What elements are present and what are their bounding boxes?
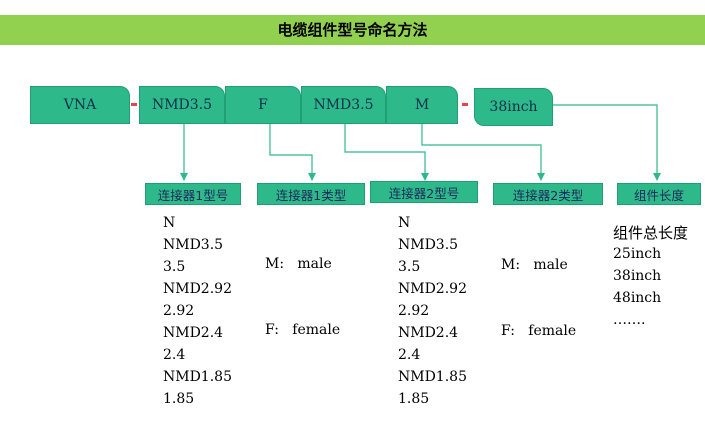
list-item: NMD3.5 (163, 237, 224, 253)
arrow-length (553, 104, 661, 181)
conn2-model-list: N NMD3.5 3.5 NMD2.92 2.92 NMD2.4 2.4 NMD… (398, 212, 467, 410)
length-list: 25inch 38inch 48inch ……. (613, 243, 661, 331)
list-item: N (163, 215, 176, 231)
segment-conn1-model: NMD3.5 (139, 86, 225, 124)
segment-conn2-model-text: NMD3.5 (313, 97, 374, 113)
segment-conn2-type: M (386, 86, 458, 124)
page-title: 电缆组件型号命名方法 (277, 21, 428, 39)
segment-conn1-type-text: F (258, 97, 268, 113)
list-item: 3.5 (398, 259, 421, 275)
separator-dash (131, 103, 137, 106)
list-item: 1.85 (398, 391, 430, 407)
label-conn2-type: 连接器2类型 (493, 183, 603, 205)
arrow-conn2-model (344, 124, 429, 181)
segment-conn2-type-text: M (414, 97, 430, 113)
list-item: NMD1.85 (163, 369, 232, 385)
list-item: 1.85 (163, 391, 195, 407)
length-list-title: 组件总长度 (613, 224, 689, 242)
segment-length: 38inch (474, 88, 553, 126)
segment-length-text: 38inch (489, 99, 538, 115)
label-length: 组件长度 (617, 183, 701, 205)
conn1-model-list: N NMD3.5 3.5 NMD2.92 2.92 NMD2.4 2.4 NMD… (163, 212, 232, 410)
list-item: NMD2.92 (163, 281, 232, 297)
list-item: 38inch (613, 268, 662, 284)
segment-vna-text: VNA (63, 97, 97, 113)
list-item: 3.5 (163, 259, 186, 275)
label-conn1-type: 连接器1类型 (257, 183, 365, 205)
list-item: NMD2.4 (398, 325, 459, 341)
conn2-type-list: M: male F: female (501, 210, 576, 364)
label-conn2-model: 连接器2型号 (370, 181, 478, 203)
title-bar: 电缆组件型号命名方法 (0, 15, 705, 45)
list-item: 2.4 (163, 347, 186, 363)
list-item: NMD3.5 (398, 237, 459, 253)
segment-conn1-type: F (225, 86, 301, 124)
list-item: M: male (501, 257, 568, 273)
list-item: 2.4 (398, 347, 421, 363)
list-item: M: male (265, 256, 332, 272)
label-conn1-model: 连接器1型号 (145, 183, 241, 205)
list-item: 2.92 (398, 303, 430, 319)
list-item: ……. (613, 312, 646, 328)
list-item: NMD1.85 (398, 369, 467, 385)
arrow-conn2-type (421, 124, 545, 181)
list-item: NMD2.92 (398, 281, 467, 297)
list-item: F: female (265, 322, 341, 338)
list-item: 48inch (613, 290, 662, 306)
segment-conn2-model: NMD3.5 (301, 86, 386, 124)
separator-dash (462, 103, 468, 106)
segment-vna: VNA (30, 86, 130, 124)
list-item: 2.92 (163, 303, 195, 319)
list-item: NMD2.4 (163, 325, 224, 341)
conn1-type-list: M: male F: female (265, 209, 340, 363)
list-item: 25inch (613, 246, 662, 262)
segment-conn1-model-text: NMD3.5 (151, 97, 213, 113)
arrow-conn1-type (269, 124, 316, 181)
list-item: F: female (501, 323, 577, 339)
list-item: N (398, 215, 411, 231)
